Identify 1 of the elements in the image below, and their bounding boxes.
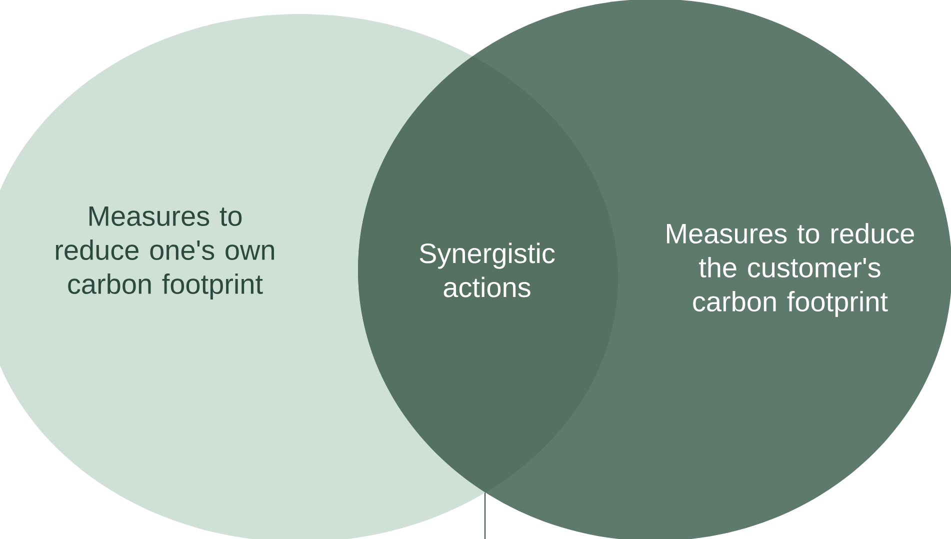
overlap-label: Synergistic actions (420, 242, 555, 298)
